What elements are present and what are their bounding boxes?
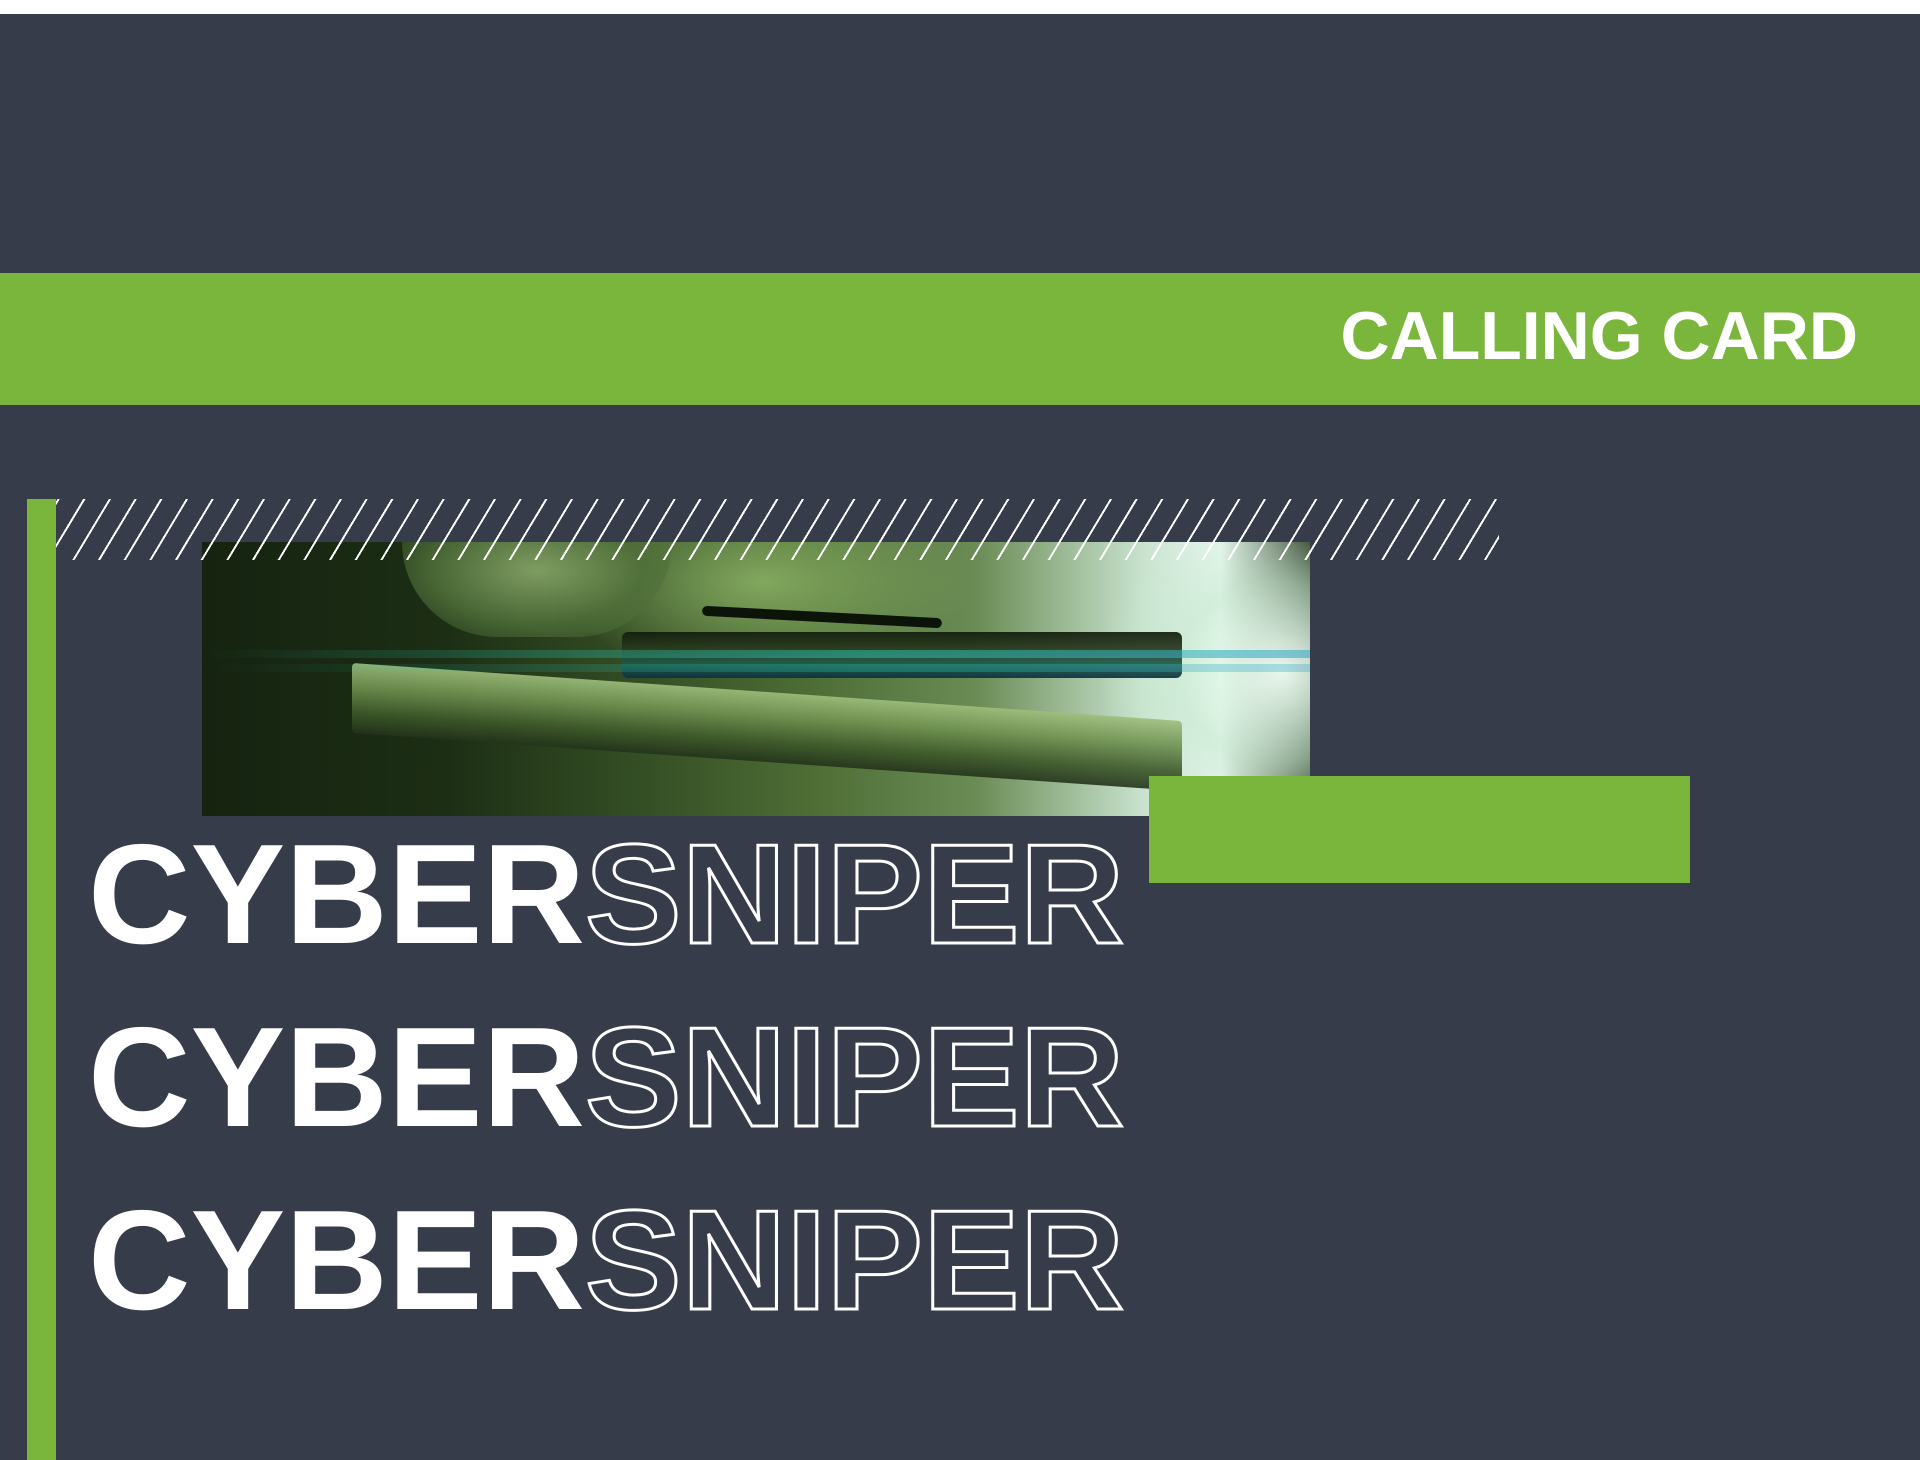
glitch-scanline bbox=[202, 650, 1310, 658]
title-outline-word: SNIPER bbox=[583, 1181, 1125, 1340]
title-outline-word: SNIPER bbox=[583, 998, 1125, 1157]
title-solid-word: CYBER bbox=[88, 1181, 586, 1340]
title-outline-word: SNIPER bbox=[583, 815, 1125, 974]
diagonal-hatch-stripes bbox=[56, 499, 1499, 560]
header-banner bbox=[0, 273, 1920, 405]
rifle-body-shape bbox=[352, 662, 1182, 792]
glitch-scanline bbox=[202, 664, 1310, 672]
green-accent-block bbox=[1149, 776, 1690, 883]
title-row: CYBERSNIPER bbox=[88, 1181, 1126, 1340]
title-solid-word: CYBER bbox=[88, 998, 586, 1157]
left-accent-bar bbox=[27, 499, 56, 1460]
title-row: CYBERSNIPER bbox=[88, 998, 1126, 1157]
rifle-rail-shape bbox=[701, 605, 943, 629]
sniper-photo bbox=[202, 542, 1310, 816]
title-row: CYBERSNIPER bbox=[88, 815, 1126, 974]
title-solid-word: CYBER bbox=[88, 815, 586, 974]
banner-title: CALLING CARD bbox=[1340, 298, 1858, 374]
